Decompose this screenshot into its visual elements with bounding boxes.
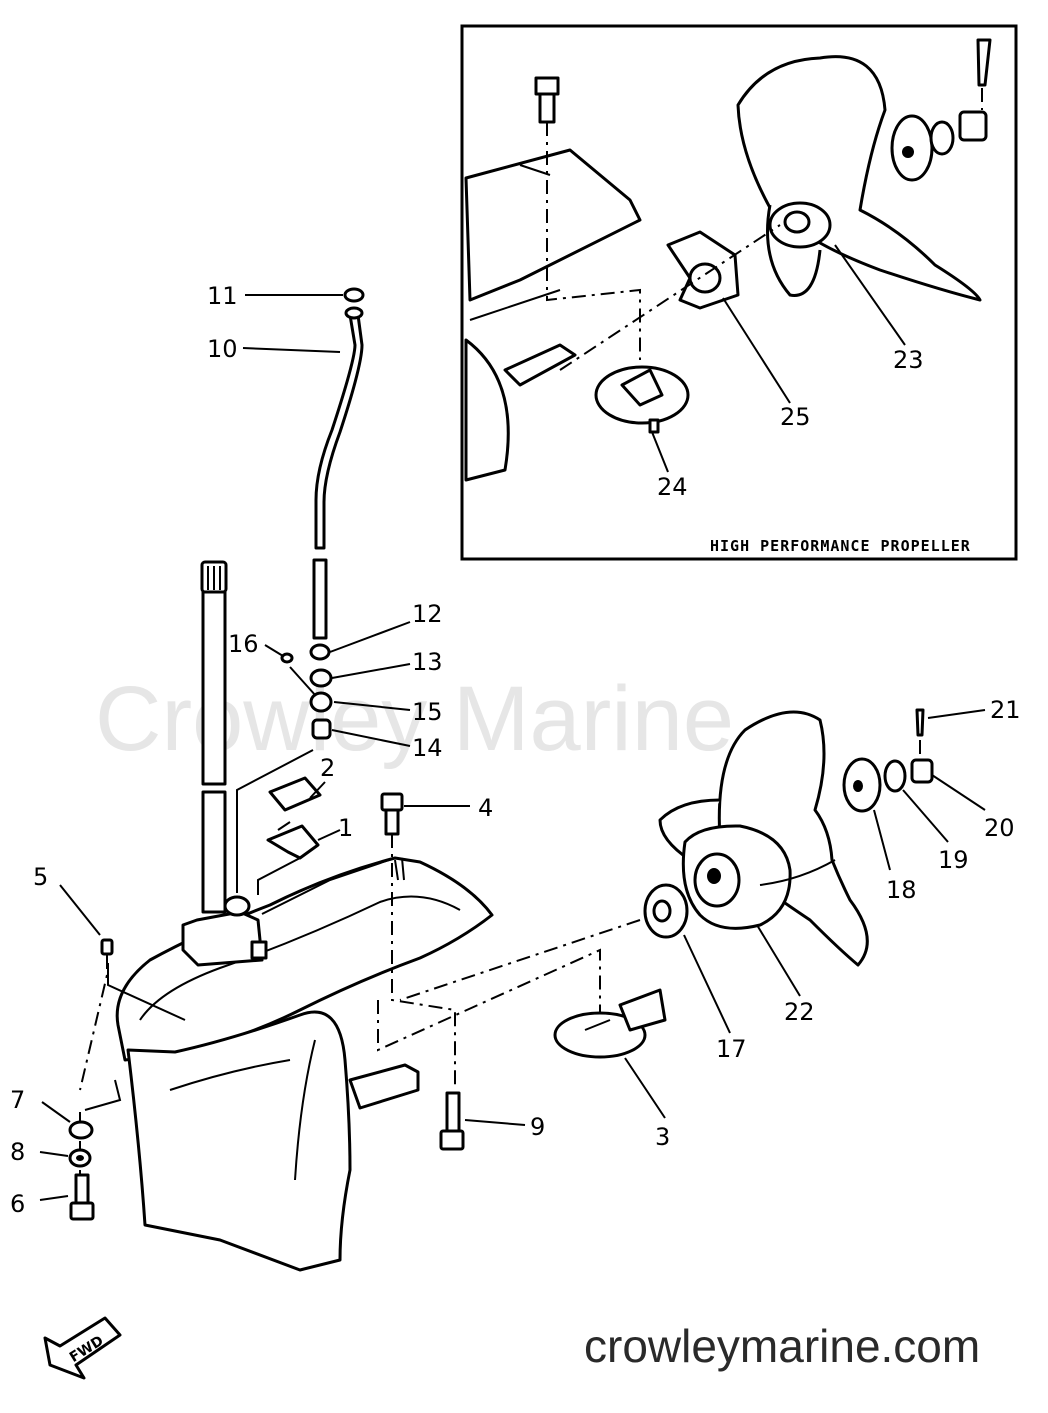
bolt-4 [380, 792, 404, 836]
label-25: 25 [780, 403, 811, 431]
label-17: 17 [716, 1035, 747, 1063]
lower-casing [115, 856, 494, 1272]
spacer-17 [643, 883, 689, 939]
inset-gearcase [464, 148, 642, 482]
label-3: 3 [655, 1123, 670, 1151]
spacer-18 [842, 757, 882, 813]
label-4: 4 [478, 794, 493, 822]
label-9: 9 [530, 1113, 545, 1141]
cotter-pin-21 [915, 708, 925, 737]
assembly-lines [79, 740, 921, 1180]
label-22: 22 [784, 998, 815, 1026]
label-15: 15 [412, 698, 443, 726]
drive-shaft [200, 560, 228, 914]
inset-spacer-washer-nut [890, 38, 992, 182]
inset-high-performance-propeller: HIGH PERFORMANCE PROPELLER [460, 24, 1018, 561]
washer-7 [68, 1120, 94, 1140]
bolt-6 [69, 1173, 95, 1221]
label-7: 7 [10, 1086, 25, 1114]
washer-19 [883, 759, 907, 793]
label-16: 16 [228, 630, 259, 658]
seals-stack [280, 643, 333, 740]
inset-title: HIGH PERFORMANCE PROPELLER [710, 537, 971, 555]
label-23: 23 [893, 346, 924, 374]
propeller-23 [559, 55, 982, 371]
label-2: 2 [320, 754, 335, 782]
label-5: 5 [33, 863, 48, 891]
label-21: 21 [990, 696, 1021, 724]
nut-20 [910, 758, 934, 784]
label-14: 14 [412, 734, 443, 762]
part-labels: 11 10 12 16 13 15 14 2 1 4 5 7 8 6 9 3 1… [10, 282, 1021, 1218]
site-url: crowleymarine.com [584, 1320, 980, 1372]
dowel-pin-5 [100, 938, 114, 956]
inset-anode-bolt [534, 76, 641, 360]
washer-8 [68, 1148, 92, 1168]
label-12: 12 [412, 600, 443, 628]
bolt-9 [439, 1091, 465, 1151]
label-11: 11 [207, 282, 238, 310]
label-18: 18 [886, 876, 917, 904]
plates-1-2 [266, 776, 322, 860]
water-tube-10 [312, 287, 365, 640]
label-10: 10 [207, 335, 238, 363]
label-6: 6 [10, 1190, 25, 1218]
fwd-arrow-icon: FWD [43, 1316, 122, 1380]
leader-lines [39, 294, 986, 1201]
label-19: 19 [938, 846, 969, 874]
propeller-22 [658, 710, 869, 967]
label-1: 1 [338, 814, 353, 842]
label-24: 24 [657, 473, 688, 501]
label-13: 13 [412, 648, 443, 676]
label-20: 20 [984, 814, 1015, 842]
label-8: 8 [10, 1138, 25, 1166]
trim-tab-24 [594, 365, 690, 434]
thrust-hub-25 [666, 230, 740, 310]
trim-tab-3 [553, 988, 667, 1059]
